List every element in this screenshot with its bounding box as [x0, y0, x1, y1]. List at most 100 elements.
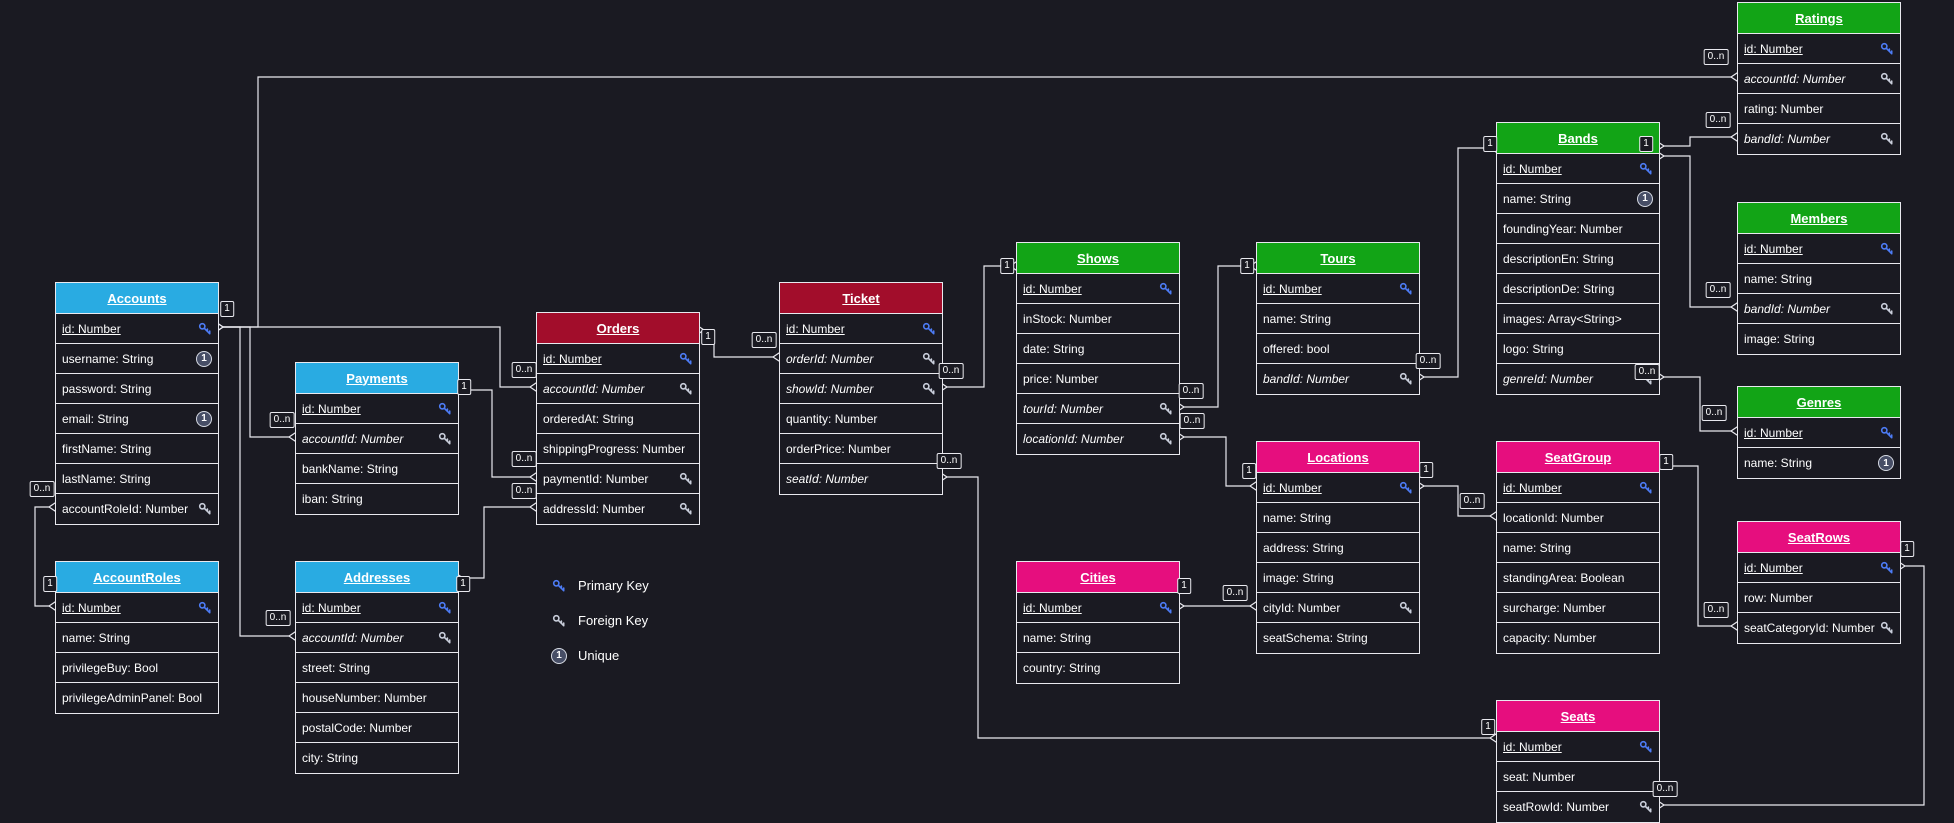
relationship-ticket-seats[interactable]	[941, 476, 1496, 739]
attribute-label: seatSchema: String	[1263, 631, 1368, 645]
relationship-ratings-accounts[interactable]	[217, 76, 1737, 328]
table-header[interactable]: Members	[1738, 203, 1900, 234]
attribute-label: images: Array<String>	[1503, 311, 1622, 326]
foreign-key-icon	[1399, 601, 1412, 613]
foreign-key-icon	[1399, 372, 1412, 385]
table-header[interactable]: Accounts	[56, 283, 218, 314]
attribute-label: cityId: Number	[1263, 600, 1341, 615]
attribute-label: name: String	[1503, 540, 1572, 555]
cardinality-label: 0..n	[269, 412, 295, 428]
table-header[interactable]: Cities	[1017, 562, 1179, 593]
relationship-ratings-bands[interactable]	[1658, 136, 1737, 147]
primary-key-icon	[1159, 601, 1172, 613]
primary-key-icon	[1880, 242, 1893, 254]
relationship-ticket-shows[interactable]	[941, 265, 1016, 388]
relationship-tours-bands[interactable]	[1418, 147, 1496, 378]
relationship-shows-tours[interactable]	[1178, 265, 1256, 408]
table-header[interactable]: Shows	[1017, 243, 1179, 274]
table-header[interactable]: Seats	[1497, 701, 1659, 732]
attribute-label: email: String	[62, 411, 129, 426]
attribute-label: genreId: Number	[1503, 372, 1594, 386]
attribute-label: houseNumber: Number	[302, 690, 427, 705]
attribute-label: name: String	[1503, 191, 1572, 206]
unique-icon: 1	[196, 410, 212, 427]
attribute-row: quantity: Number	[780, 404, 942, 434]
cardinality-label: 1	[457, 379, 471, 395]
attribute-label: orderedAt: String	[543, 411, 634, 426]
attribute-label: id: Number	[1744, 560, 1803, 575]
attribute-row: name: String	[1017, 623, 1179, 653]
attribute-row: rating: Number	[1738, 94, 1900, 124]
attribute-label: bandId: Number	[1263, 372, 1350, 386]
attribute-row: standingArea: Boolean	[1497, 563, 1659, 593]
attribute-label: foundingYear: Number	[1503, 221, 1623, 236]
relationship-seatgroup-locations[interactable]	[1418, 485, 1496, 517]
primary-key-icon	[198, 322, 211, 334]
relationship-bands-genres[interactable]	[1658, 376, 1737, 432]
cardinality-label: 1	[1481, 719, 1495, 735]
relationship-orders-accounts[interactable]	[217, 326, 536, 388]
relationship-shows-locations[interactable]	[1178, 436, 1256, 487]
foreign-key-icon	[438, 631, 451, 643]
attribute-label: locationId: Number	[1023, 432, 1124, 446]
table-header[interactable]: AccountRoles	[56, 562, 218, 593]
attribute-label: id: Number	[302, 600, 361, 615]
attribute-label: descriptionEn: String	[1503, 251, 1614, 266]
attribute-row: id: Number	[1738, 34, 1900, 64]
relationship-orders-addresses[interactable]	[457, 506, 536, 579]
foreign-key-icon	[1159, 432, 1172, 445]
table-header[interactable]: Genres	[1738, 387, 1900, 418]
attribute-row: price: Number	[1017, 364, 1179, 394]
table-header[interactable]: Ratings	[1738, 3, 1900, 34]
attribute-label: accountId: Number	[1744, 71, 1846, 86]
attribute-row: locationId: Number	[1497, 503, 1659, 533]
table-header[interactable]: SeatGroup	[1497, 442, 1659, 473]
legend-item-primary-key: Primary Key	[550, 568, 649, 603]
legend-icon	[550, 614, 568, 628]
attribute-row: surcharge: Number	[1497, 593, 1659, 623]
primary-key-icon	[438, 601, 451, 613]
relationship-seats-seatrows[interactable]	[1658, 565, 1925, 806]
relationship-orders-payments[interactable]	[457, 389, 536, 478]
attribute-label: paymentId: Number	[543, 471, 649, 486]
attribute-label: accountId: Number	[543, 381, 645, 396]
attribute-row: orderId: Number	[780, 344, 942, 374]
attribute-row: row: Number	[1738, 583, 1900, 613]
attribute-label: offered: bool	[1263, 341, 1330, 356]
attribute-label: showId: Number	[786, 381, 874, 396]
relationship-members-bands[interactable]	[1658, 155, 1737, 308]
cardinality-label: 1	[456, 576, 470, 592]
table-header[interactable]: Payments	[296, 363, 458, 394]
table-header[interactable]: Orders	[537, 313, 699, 344]
table-header[interactable]: Locations	[1257, 442, 1419, 473]
attribute-row: shippingProgress: Number	[537, 434, 699, 464]
relationship-accounts-accountroles[interactable]	[34, 506, 55, 607]
foreign-key-icon	[922, 382, 935, 394]
table-header[interactable]: SeatRows	[1738, 522, 1900, 553]
table-header[interactable]: Tours	[1257, 243, 1419, 274]
relationship-seatrows-seatgroup[interactable]	[1658, 465, 1737, 627]
relationship-addresses-accounts[interactable]	[217, 326, 295, 637]
table-header[interactable]: Addresses	[296, 562, 458, 593]
attribute-label: inStock: Number	[1023, 311, 1112, 326]
table-header[interactable]: Ticket	[780, 283, 942, 314]
table-header[interactable]: Bands	[1497, 123, 1659, 154]
